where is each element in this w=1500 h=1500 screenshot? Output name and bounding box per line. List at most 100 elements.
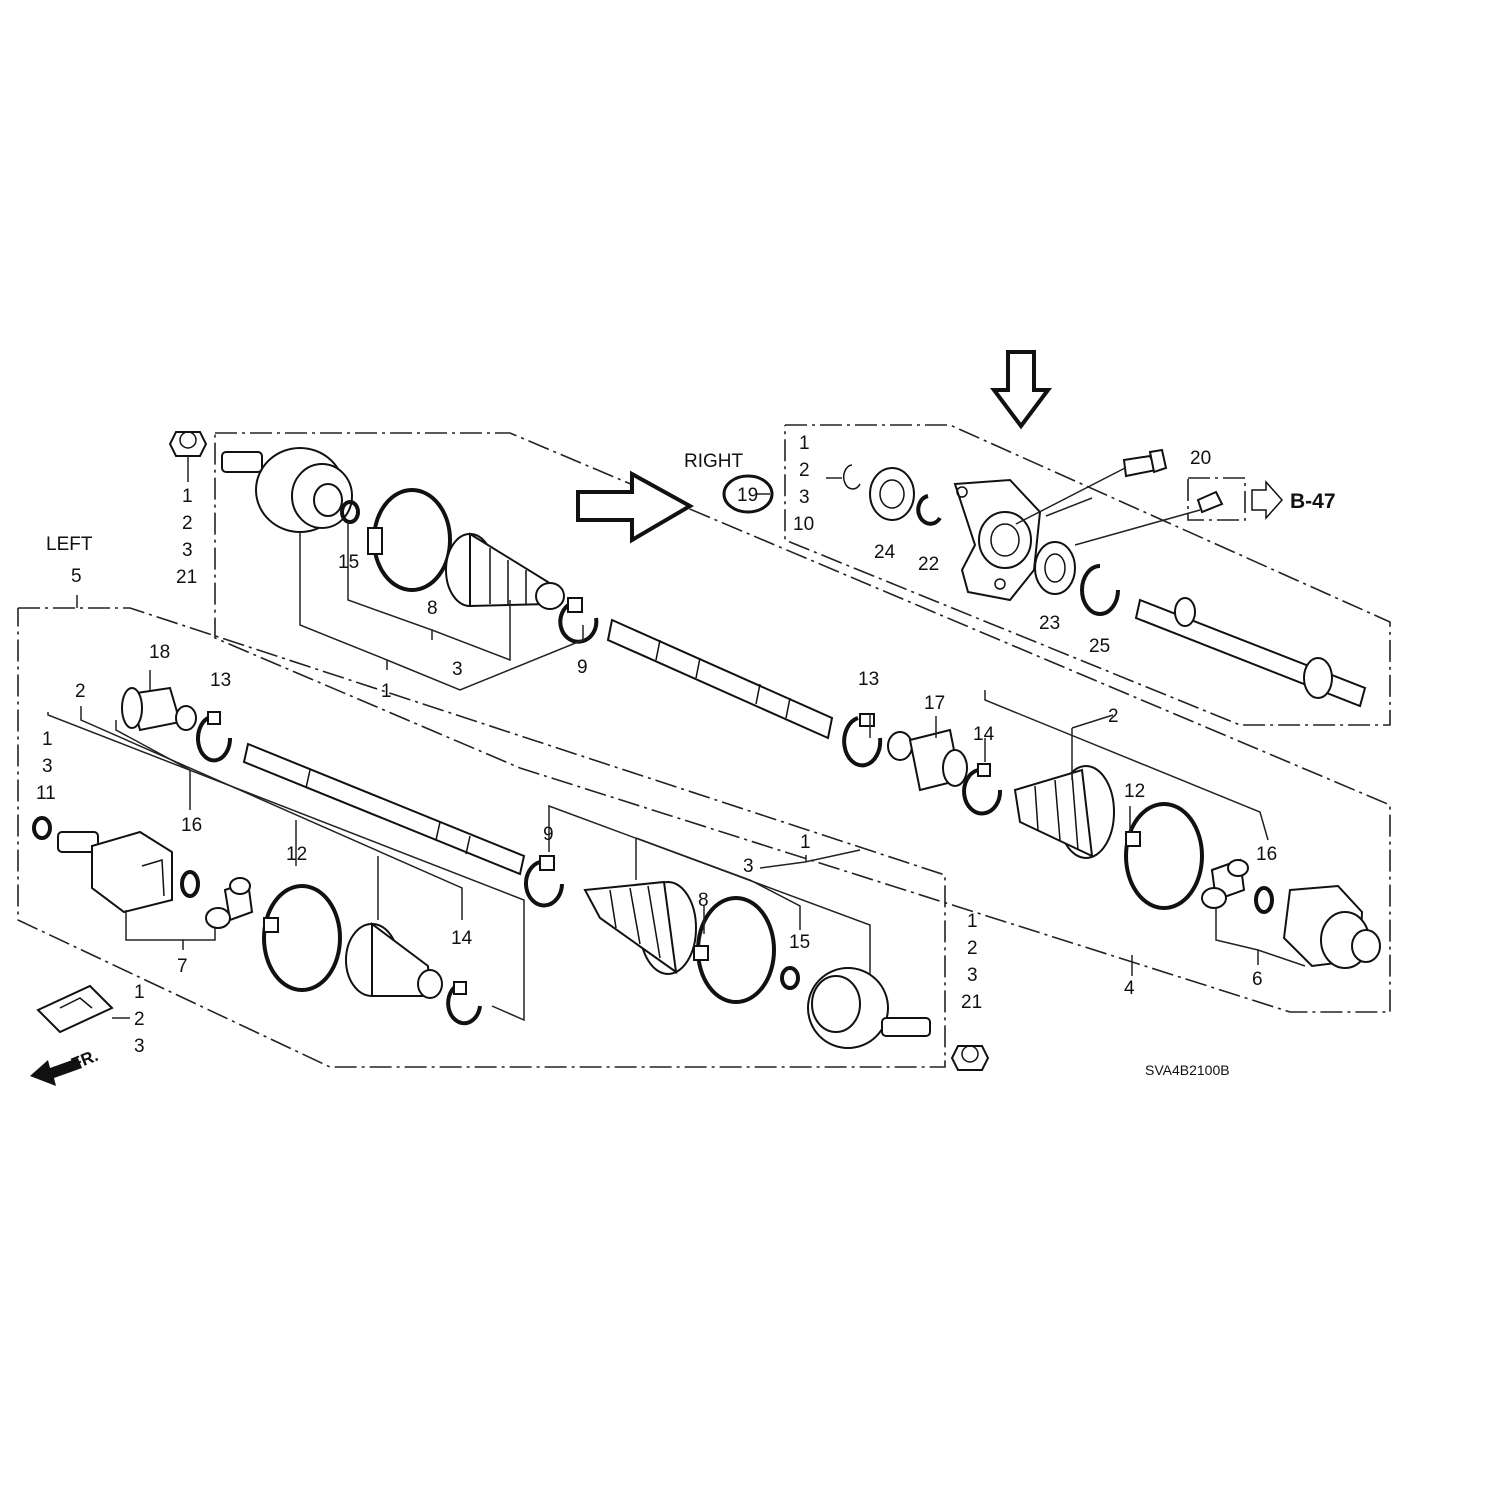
nut-bottom-callout: 2 [967,938,978,959]
bolt-nut-bottom [950,1045,990,1071]
front-label: FR. [68,1046,101,1074]
right-half-shaft [606,618,834,740]
part-number: 13 [858,669,879,690]
tripod-joint-right [1201,858,1249,909]
clip-15b [780,966,800,990]
part-number: 4 [1124,978,1135,999]
grease-pack-callout: 1 [134,982,145,1003]
part-number: 2 [1108,706,1119,727]
diagram-code: SVA4B2100B [1145,1062,1230,1078]
outer-boot-left [583,880,697,975]
part-number: 9 [577,657,588,678]
tripod-joint-left [205,877,254,929]
inner-joint-housing-left [57,830,173,914]
boot-band-13a [196,711,233,763]
part-number: 1 [381,681,392,702]
bearing-23 [1034,541,1076,595]
grease-pack-callout: 3 [134,1036,145,1057]
part-number: 22 [918,554,939,575]
part-number: 12 [286,844,307,865]
nut-top-callout: 3 [182,540,193,561]
boot-band-14a [446,981,482,1026]
left-shaft-callout: 1 [42,729,53,750]
down-pointer-arrow [990,350,1052,430]
grease-pack-callout: 2 [134,1009,145,1030]
boot-band-8a [367,488,452,592]
intermediate-shaft [1134,597,1367,708]
part-number: 8 [698,890,709,911]
inner-boot-left [345,922,443,999]
part-number: 15 [789,932,810,953]
boot-outer-right [445,532,565,610]
bolt-ref [1196,490,1224,514]
part-number: 16 [1256,844,1277,865]
label-left: LEFT [46,534,93,555]
part-number: 14 [451,928,473,949]
left-shaft-callout: 11 [36,783,56,804]
boot-band-12b [1124,802,1204,910]
bearing-group-callout: 3 [799,487,810,508]
part-number: 24 [874,542,896,563]
nut-bottom-callout: 1 [967,911,978,932]
left-half-shaft [242,742,526,876]
bearing-group-callout: 10 [793,514,814,535]
bearing-group-callout: 1 [799,433,810,454]
bearing-group-callout: 2 [799,460,810,481]
part-number: 3 [743,856,754,877]
part-number: 13 [210,670,231,691]
part-number: 15 [338,552,359,573]
boot-band-9b [524,855,564,908]
part-number: 2 [75,681,86,702]
outer-cv-joint-left [807,967,931,1049]
damper-18 [121,686,197,732]
ref-page-label: B-47 [1290,490,1336,513]
clip-11 [32,816,52,840]
clip-15a [340,500,360,524]
snap-ring-25 [1080,564,1120,616]
leader-lines [47,456,1306,1022]
part-number: 18 [149,642,170,663]
bearing-support-bracket [953,478,1042,602]
boot-band-8b [693,896,776,1004]
part-number: 7 [177,956,188,977]
label-right-num: 19 [737,485,758,506]
part-number: 20 [1190,448,1211,469]
right-outer-boundary [214,432,1391,1013]
bolt-nut-top [168,431,208,457]
bearing-24 [869,467,915,521]
label-left-num: 5 [71,566,82,587]
left-shaft-callout: 3 [42,756,53,777]
grease-pack [36,984,114,1034]
ref-bolt-box [1187,477,1246,521]
part-number: 6 [1252,969,1263,990]
nut-top-callout: 21 [176,567,197,588]
outer-cv-joint-right [221,447,353,533]
boot-band-13b [842,713,883,768]
part-number: 3 [452,659,463,680]
part-number: 9 [543,824,554,845]
circlip-24 [842,464,861,490]
boot-band-9a [558,597,599,644]
clip-16a [180,870,200,898]
boot-band-12a [262,884,342,992]
callout-circle-19 [722,474,774,514]
part-number: 23 [1039,613,1060,634]
part-number: 25 [1089,636,1110,657]
part-number: 16 [181,815,202,836]
boot-band-14b [962,763,1003,816]
damper-17 [887,728,968,792]
right-inner-boundary [784,424,1391,726]
snap-ring-22 [916,494,942,526]
nut-top-callout: 2 [182,513,193,534]
part-number: 14 [973,724,995,745]
inner-joint-housing-right [1282,884,1381,969]
bolt-20 [1122,448,1168,478]
part-number: 12 [1124,781,1145,802]
nut-bottom-callout: 21 [961,992,982,1013]
ref-arrow-icon [1251,480,1284,520]
part-number: 17 [924,693,945,714]
nut-bottom-callout: 3 [967,965,978,986]
left-boundary [17,607,946,1068]
